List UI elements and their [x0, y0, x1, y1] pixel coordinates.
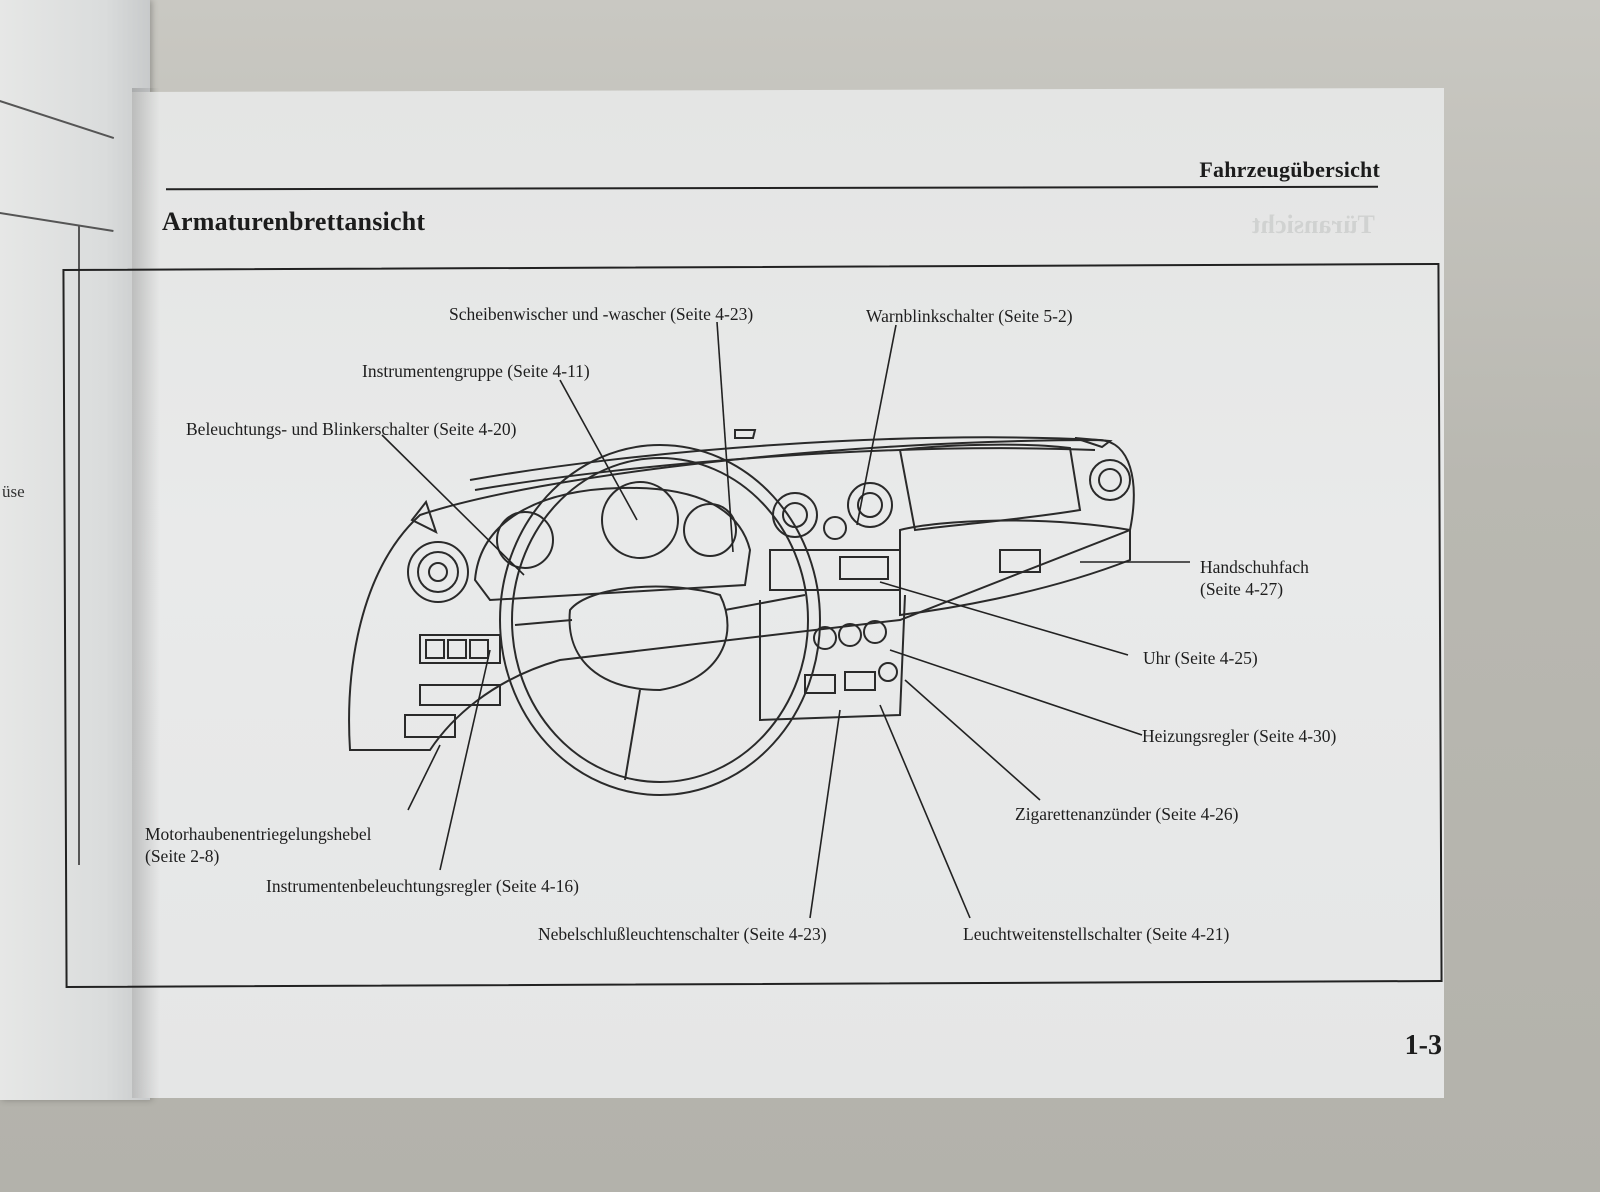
page-gutter-shadow	[132, 88, 160, 1098]
label-fog-light-switch: Nebelschlußleuchtenschalter (Seite 4-23)	[538, 924, 827, 944]
label-cigarette-lighter: Zigarettenanzünder (Seite 4-26)	[1015, 804, 1239, 824]
left-page: üse	[0, 0, 150, 1100]
label-instrument-cluster: Instrumentengruppe (Seite 4-11)	[362, 361, 590, 381]
page-number: 1-3	[1404, 1030, 1442, 1061]
label-lighting-turn-switch: Beleuchtungs- und Blinkerschalter (Seite…	[186, 419, 517, 439]
label-headlight-leveling: Leuchtweitenstellschalter (Seite 4-21)	[963, 924, 1230, 944]
left-air-vent	[407, 499, 469, 603]
label-hood-release-name: Motorhaubenentriegelungshebel	[145, 824, 372, 844]
page-title: Armaturenbrettansicht	[162, 207, 426, 236]
label-glove-box: Handschuhfach (Seite 4-27)	[1200, 556, 1309, 600]
glove-box	[898, 443, 1131, 617]
dashboard-outline	[348, 429, 1135, 751]
label-hood-release-page: (Seite 2-8)	[145, 846, 220, 866]
section-title: Fahrzeugübersicht	[1199, 157, 1380, 182]
label-glove-box-page: (Seite 4-27)	[1200, 579, 1284, 599]
steering-wheel	[499, 444, 821, 796]
label-hazard-switch: Warnblinkschalter (Seite 5-2)	[866, 306, 1073, 326]
label-heater-control: Heizungsregler (Seite 4-30)	[1142, 726, 1337, 746]
left-page-text-fragment: üse	[2, 482, 25, 501]
label-clock: Uhr (Seite 4-25)	[1143, 648, 1258, 668]
label-glove-box-name: Handschuhfach	[1200, 557, 1309, 577]
label-instrument-dimmer: Instrumentenbeleuchtungsregler (Seite 4-…	[266, 876, 579, 896]
left-page-frame-line	[78, 225, 80, 865]
label-hood-release: Motorhaubenentriegelungshebel (Seite 2-8…	[145, 823, 371, 867]
right-air-vent	[1089, 459, 1131, 501]
manual-page	[132, 88, 1444, 1098]
lower-left-switches	[404, 634, 501, 738]
label-wiper-washer: Scheibenwischer und -wascher (Seite 4-23…	[449, 304, 754, 324]
